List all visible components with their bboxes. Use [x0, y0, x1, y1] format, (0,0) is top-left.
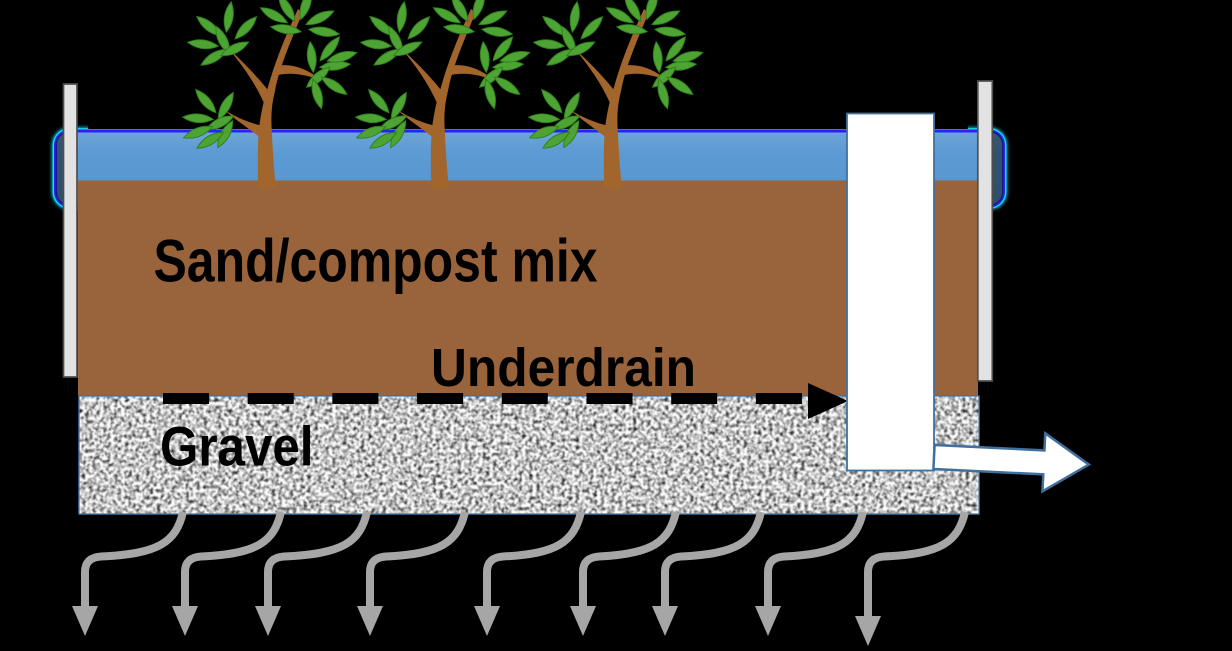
svg-text:Sand/compost mix: Sand/compost mix — [154, 227, 598, 294]
svg-text:Underdrain: Underdrain — [431, 338, 696, 398]
svg-text:Gravel: Gravel — [160, 415, 314, 478]
